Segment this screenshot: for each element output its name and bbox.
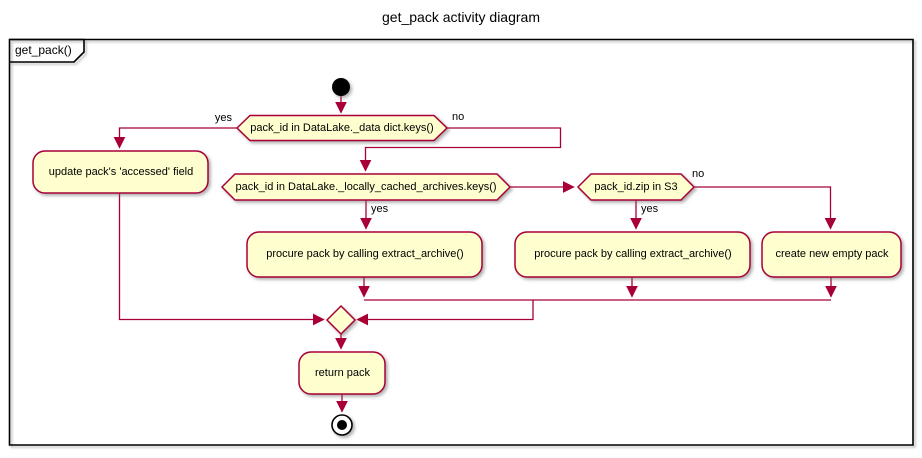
frame-tab-label: get_pack() xyxy=(15,43,72,57)
update-accessed-box xyxy=(32,150,209,194)
decision1-no-label: no xyxy=(452,111,465,123)
decision3-yes-label: yes xyxy=(641,203,659,215)
return-pack-box xyxy=(298,351,386,395)
create-empty-label: create new empty pack xyxy=(775,248,889,261)
procure-s3-box xyxy=(514,231,751,278)
edge-bus-to-merge xyxy=(356,300,534,326)
update-accessed-label: update pack's 'accessed' field xyxy=(48,165,194,178)
procure-s3-label: procure pack by calling extract_archive(… xyxy=(534,248,732,261)
decision2-label: pack_id in DataLake._locally_cached_arch… xyxy=(235,180,497,193)
decision1-label: pack_id in DataLake._data dict.keys() xyxy=(250,121,434,134)
decision3-label: pack_id.zip in S3 xyxy=(594,180,678,193)
edge-decision1-yes xyxy=(113,127,238,149)
procure-local-box xyxy=(246,231,483,278)
edge-update-to-merge xyxy=(118,193,325,326)
decision2-hexagon xyxy=(220,173,512,201)
return-pack-label: return pack xyxy=(314,366,371,379)
decision1-hexagon xyxy=(235,114,449,142)
decision3-hexagon xyxy=(576,173,696,201)
frame xyxy=(8,38,914,446)
create-empty-box xyxy=(761,231,902,278)
frame-tab xyxy=(9,38,85,63)
merge-diamond xyxy=(325,304,357,336)
nodes xyxy=(32,78,902,436)
start-node xyxy=(332,78,350,96)
diagram-title: get_pack activity diagram xyxy=(382,9,540,25)
edge-decision3-no xyxy=(694,186,837,230)
decision2-yes-label: yes xyxy=(371,203,389,215)
edge-decision1-no xyxy=(359,127,562,172)
decision1-yes-label: yes xyxy=(214,111,232,124)
procure-local-label: procure pack by calling extract_archive(… xyxy=(266,248,464,261)
decision3-no-label: no xyxy=(692,168,705,180)
frame-border xyxy=(8,38,914,446)
end-node-dot xyxy=(337,420,347,430)
edges xyxy=(113,96,837,413)
